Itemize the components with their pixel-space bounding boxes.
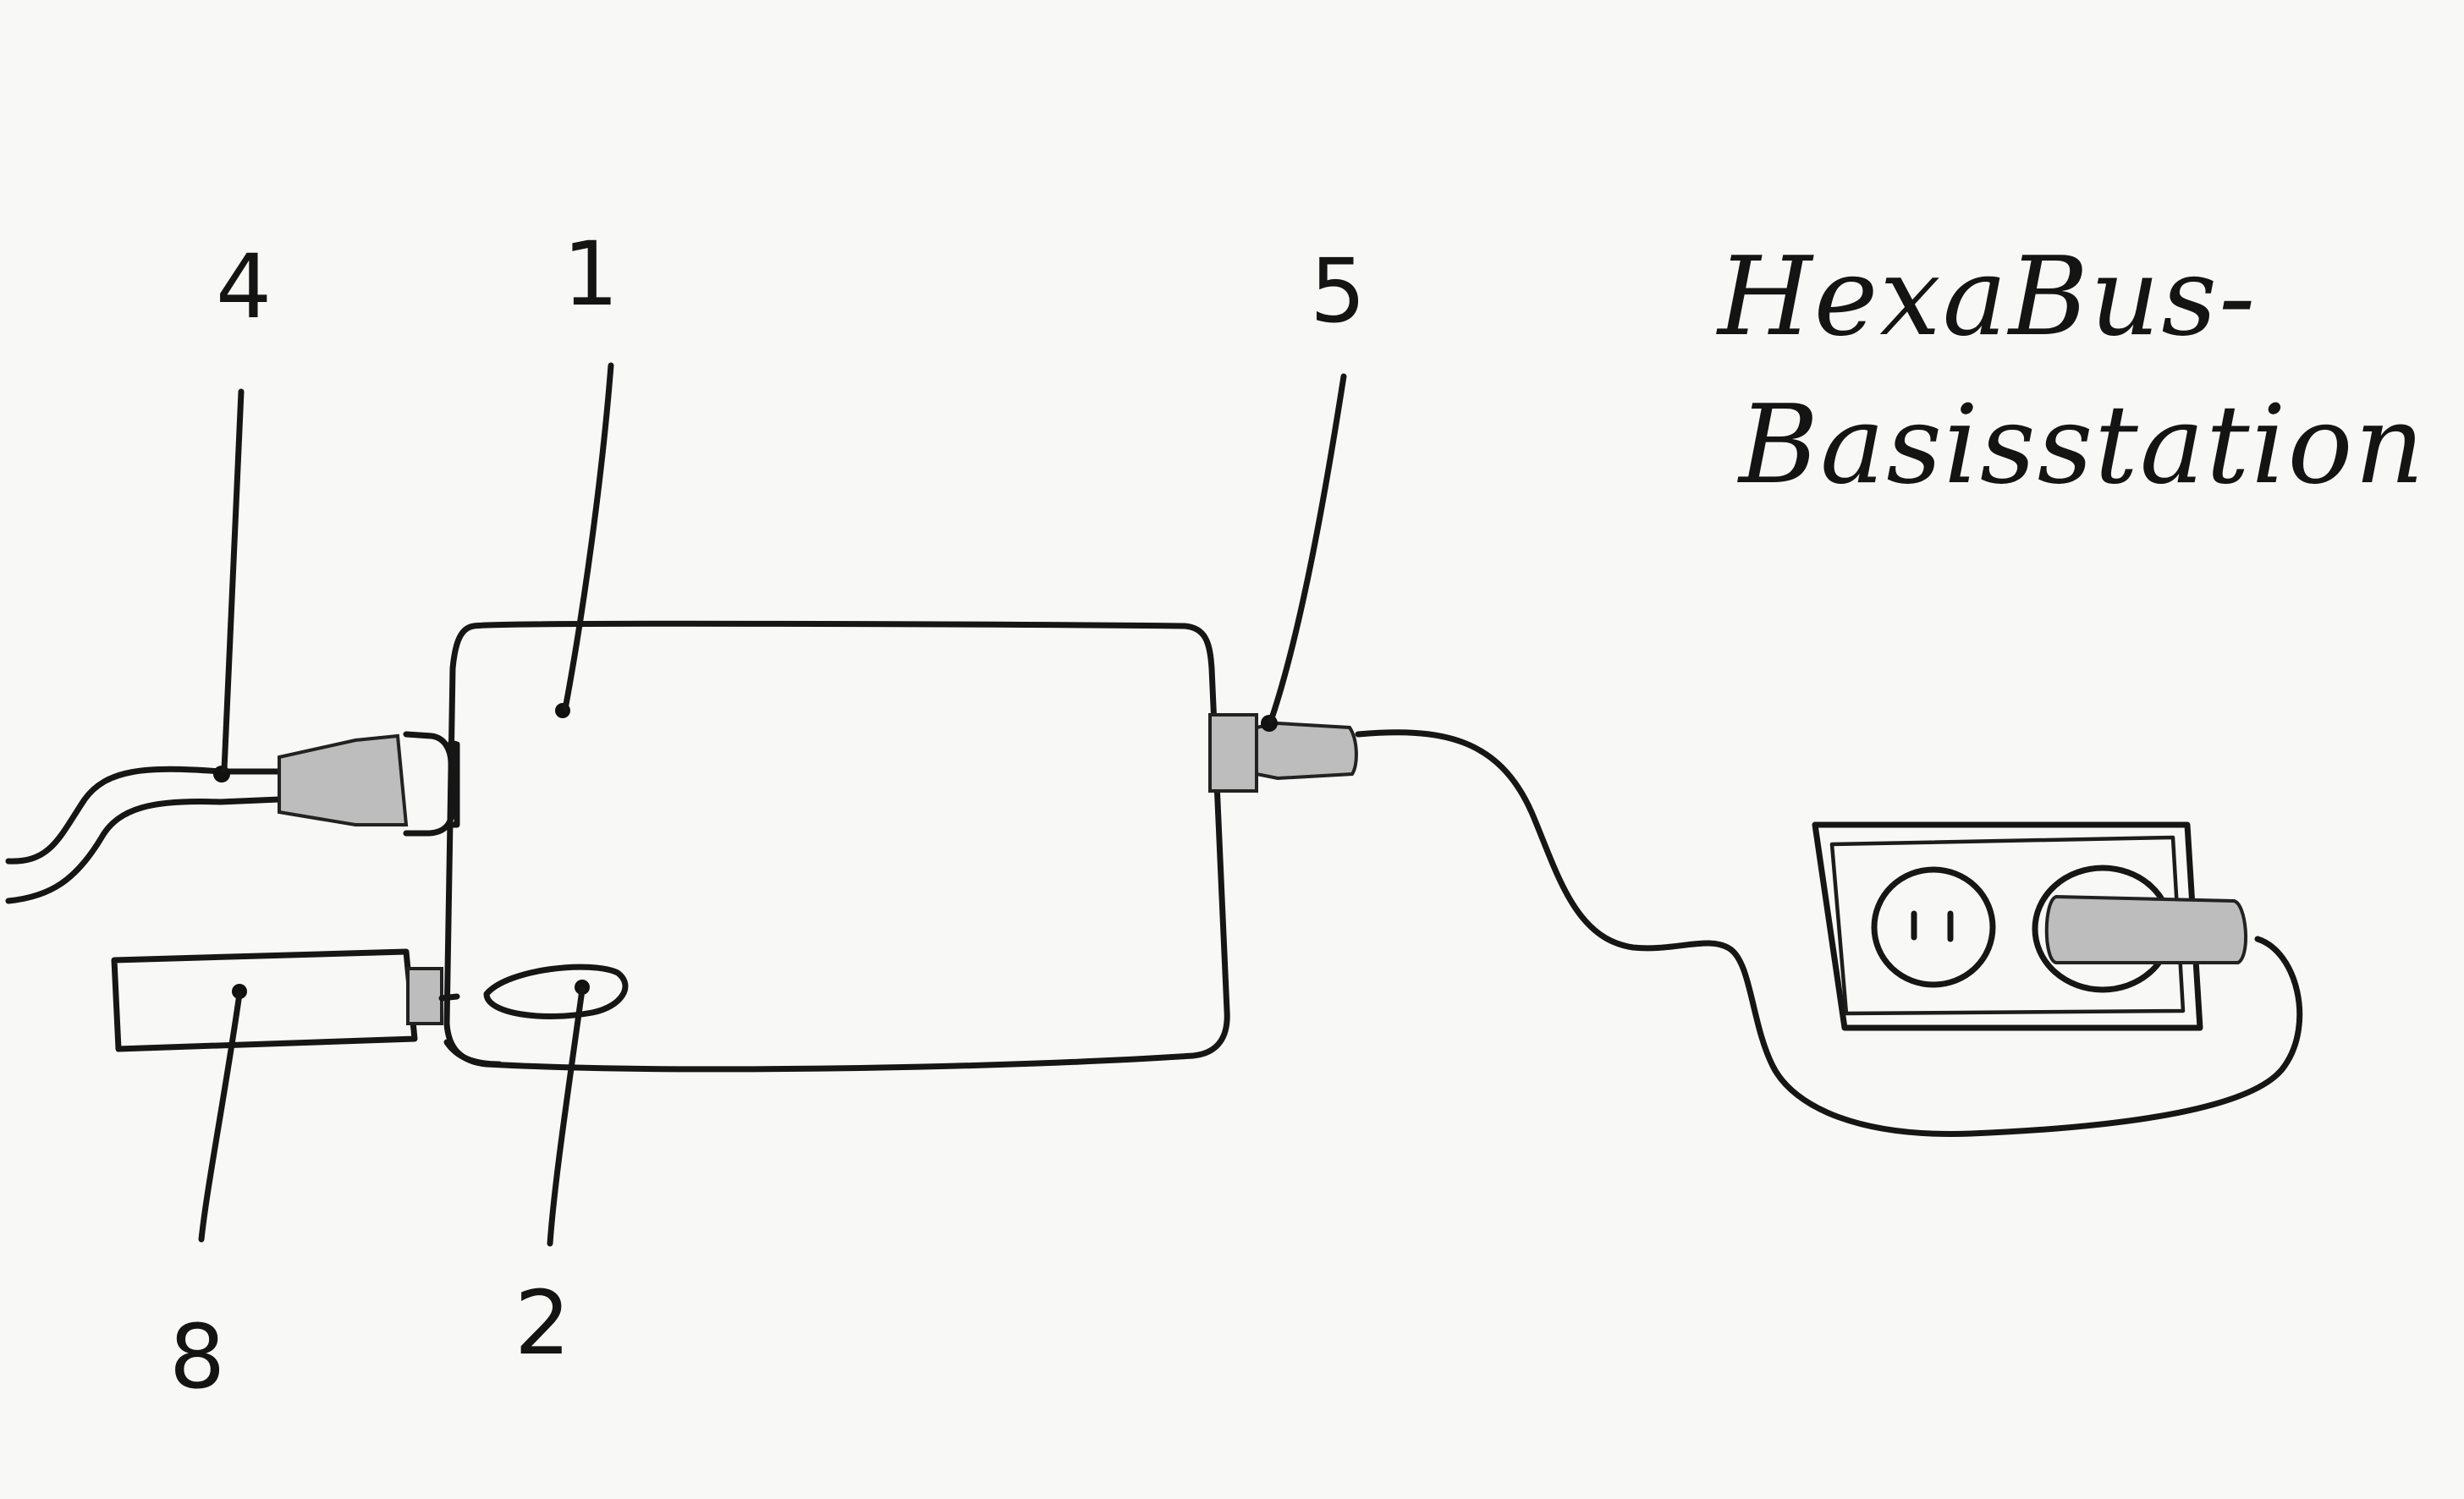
leader-line-2 bbox=[547, 986, 586, 1247]
callout-label-1: 1 bbox=[563, 222, 619, 326]
wall-outlet-plate bbox=[1812, 821, 2203, 1031]
diagram-title-line2: Basisstation bbox=[1737, 382, 2426, 508]
ethernet-cable-lower bbox=[5, 796, 283, 904]
callout-label-5: 5 bbox=[1310, 239, 1366, 343]
leader-line-5 bbox=[1268, 373, 1347, 724]
diagram-title-line1: HexaBus- bbox=[1716, 234, 2257, 360]
usb-module bbox=[111, 948, 418, 1052]
ethernet-plug-head bbox=[403, 731, 456, 837]
plugged-adapter bbox=[2044, 894, 2248, 964]
base-station-box bbox=[443, 620, 1230, 1073]
callout-label-3: 8 bbox=[169, 1305, 225, 1408]
leader-line-4 bbox=[221, 388, 245, 773]
ethernet-socket bbox=[448, 739, 460, 828]
power-plug bbox=[1255, 721, 1358, 781]
button-opening bbox=[483, 964, 629, 1019]
wall-outlet-inner bbox=[1829, 835, 2186, 1016]
leader-line-1 bbox=[562, 362, 614, 712]
leader-line-3 bbox=[198, 991, 243, 1243]
usb-connector bbox=[406, 967, 443, 1025]
power-jack bbox=[1208, 713, 1258, 793]
callout-label-4: 4 bbox=[216, 235, 272, 338]
ethernet-cable bbox=[5, 766, 283, 865]
callout-label-2: 2 bbox=[514, 1271, 570, 1375]
ethernet-plug bbox=[278, 733, 409, 826]
power-cable bbox=[1355, 729, 2303, 1137]
usb-link bbox=[438, 993, 503, 1068]
socket-left-holes bbox=[1911, 910, 1954, 942]
socket-left bbox=[1871, 866, 1996, 988]
